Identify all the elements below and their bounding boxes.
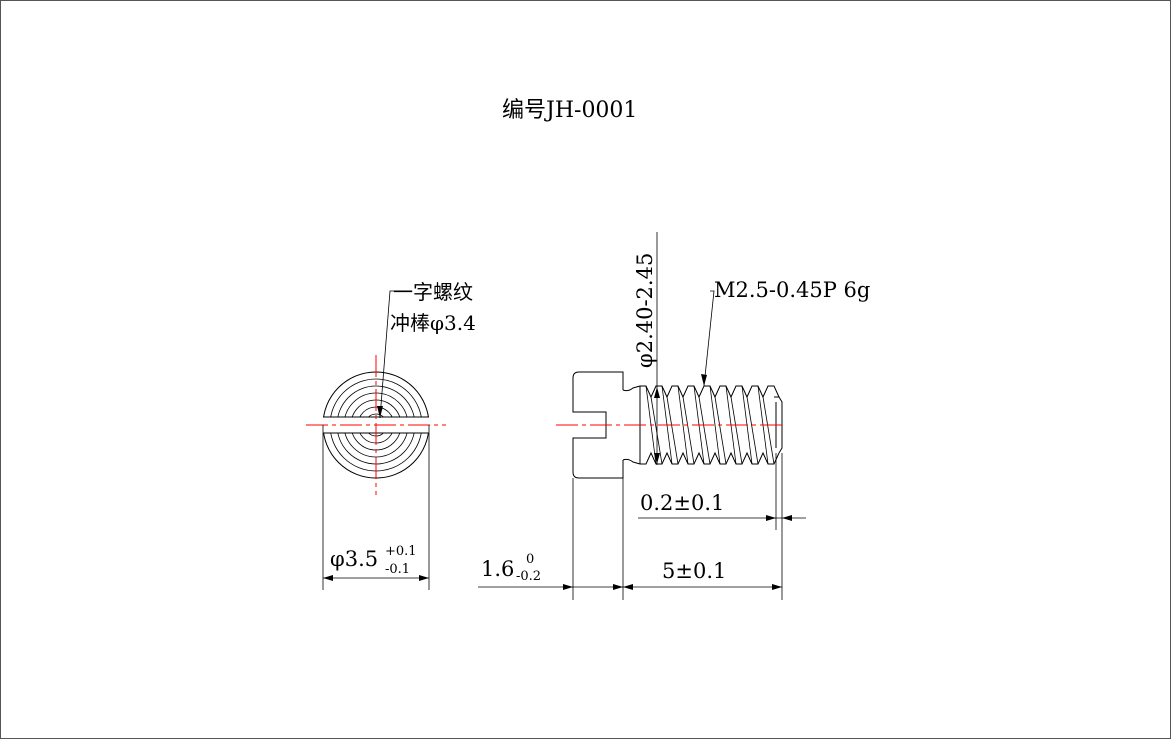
head-diameter-tol-upper: +0.1 (385, 544, 417, 559)
head-length-tol-upper: 0 (526, 552, 534, 567)
head-diameter-tol-lower: -0.1 (385, 562, 410, 577)
slot-note-line1: 一字螺纹 (393, 280, 473, 304)
head-length-tol-lower: -0.2 (516, 569, 541, 584)
drawing-title: 编号JH-0001 (502, 98, 637, 123)
head-length-dim: 1.6 (481, 557, 514, 581)
end-view (306, 290, 446, 590)
head-diameter-dim: φ3.5 (330, 547, 378, 571)
thread-spec: M2.5-0.45P 6g (714, 278, 870, 302)
minor-diameter-dim: φ2.40-2.45 (633, 253, 657, 368)
chamfer-dim: 0.2±0.1 (640, 491, 724, 515)
length-dim: 5±0.1 (662, 559, 726, 583)
slot-note-line2: 冲棒φ3.4 (390, 311, 476, 335)
side-view (478, 232, 806, 600)
